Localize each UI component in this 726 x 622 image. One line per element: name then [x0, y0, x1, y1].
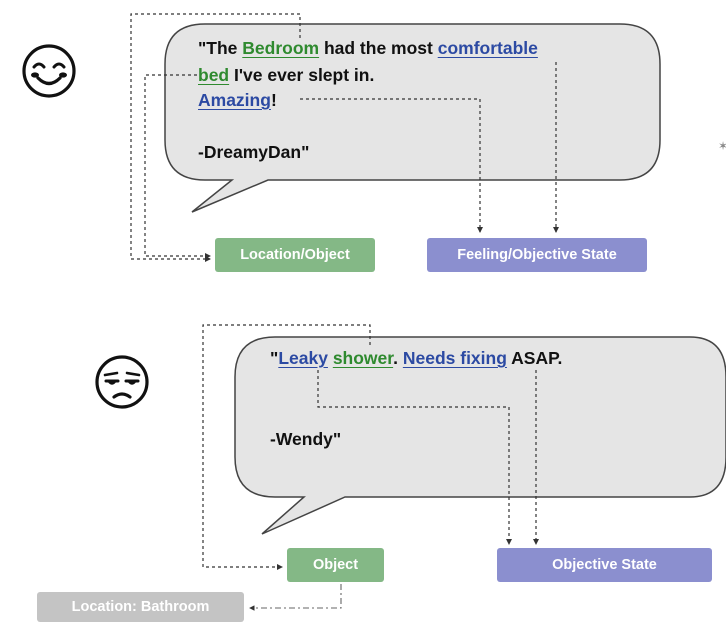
highlight-bedroom: Bedroom — [242, 38, 320, 58]
highlight-needs-fixing: Needs fixing — [402, 348, 507, 368]
review-1-line-3: Amazing! — [198, 88, 277, 112]
quote-text: had the most — [319, 38, 438, 58]
quote-text: ASAP. — [506, 348, 563, 368]
quote-text: ! — [270, 90, 277, 110]
quote-text: I've ever slept in. — [229, 65, 375, 85]
highlight-amazing: Amazing — [198, 90, 271, 110]
connector-amazing — [300, 98, 483, 233]
smiling-face-icon — [22, 44, 76, 98]
quote-text: " — [270, 348, 279, 368]
speech-bubble-2 — [234, 336, 726, 535]
tag-feeling-objective-state: Feeling/Objective State — [427, 238, 647, 272]
review-1-line-2: bed I've ever slept in. — [198, 63, 374, 87]
review-2-author: -Wendy" — [270, 429, 342, 449]
tag-object: Object — [287, 548, 384, 582]
review-1-author: -DreamyDan" — [198, 142, 310, 162]
connector-leaky — [317, 370, 512, 545]
svg-text:✶: ✶ — [718, 139, 726, 153]
highlight-leaky: Leaky — [278, 348, 328, 368]
tag-location-bathroom: Location: Bathroom — [37, 592, 244, 622]
connector-shower — [202, 324, 371, 570]
review-1-line-1: "The Bedroom had the most comfortable — [198, 36, 538, 60]
quote-text: "The — [198, 38, 243, 58]
highlight-shower: shower — [332, 348, 394, 368]
highlight-bed: bed — [198, 65, 230, 85]
quote-text: . — [393, 348, 403, 368]
highlight-comfortable: comfortable — [437, 38, 538, 58]
review-2-line-1: "Leaky shower. Needs fixing ASAP. — [270, 346, 562, 370]
tag-objective-state: Objective State — [497, 548, 712, 582]
speech-bubble-1 — [164, 23, 661, 213]
unamused-face-icon — [95, 355, 149, 409]
connector-bedroom — [130, 13, 301, 262]
tag-location-object: Location/Object — [215, 238, 375, 272]
connector-object-location — [249, 584, 342, 611]
connector-bed — [144, 74, 211, 259]
